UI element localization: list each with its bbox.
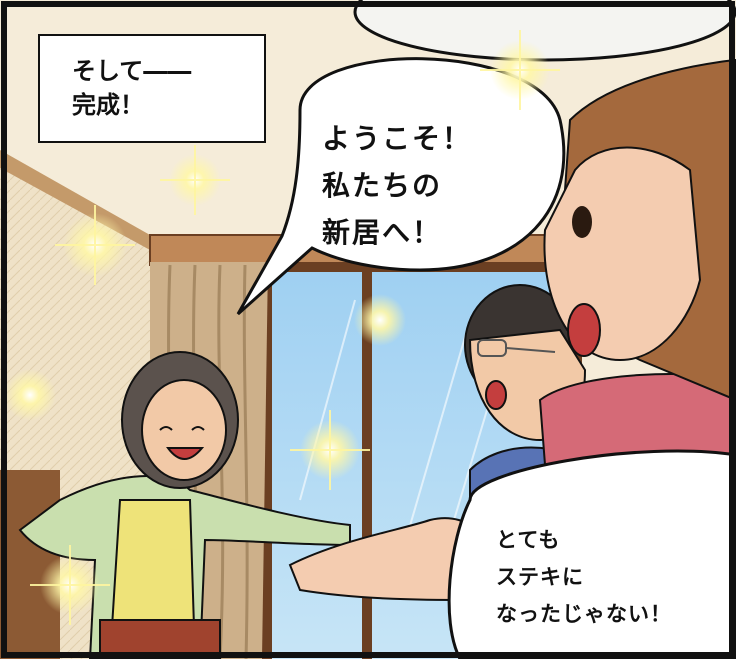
speech-line: なったじゃない！	[496, 602, 672, 626]
speech-line: ステキに	[496, 565, 584, 589]
caption-line: 完成！	[72, 91, 144, 119]
sparkle-effects	[4, 30, 560, 625]
speech-bubble-welcome	[236, 57, 566, 316]
caption-line: そして――	[72, 57, 192, 85]
welcome-speech-text: ようこそ！ 私たちの 新居へ！	[322, 115, 472, 256]
speech-line: とても	[496, 528, 561, 552]
speech-line: 新居へ！	[322, 216, 443, 249]
speech-line: 私たちの	[322, 169, 443, 202]
narration-caption: そして―― 完成！	[38, 34, 266, 143]
compliment-speech-text: とても ステキに なったじゃない！	[496, 522, 672, 633]
speech-line: ようこそ！	[322, 122, 473, 155]
